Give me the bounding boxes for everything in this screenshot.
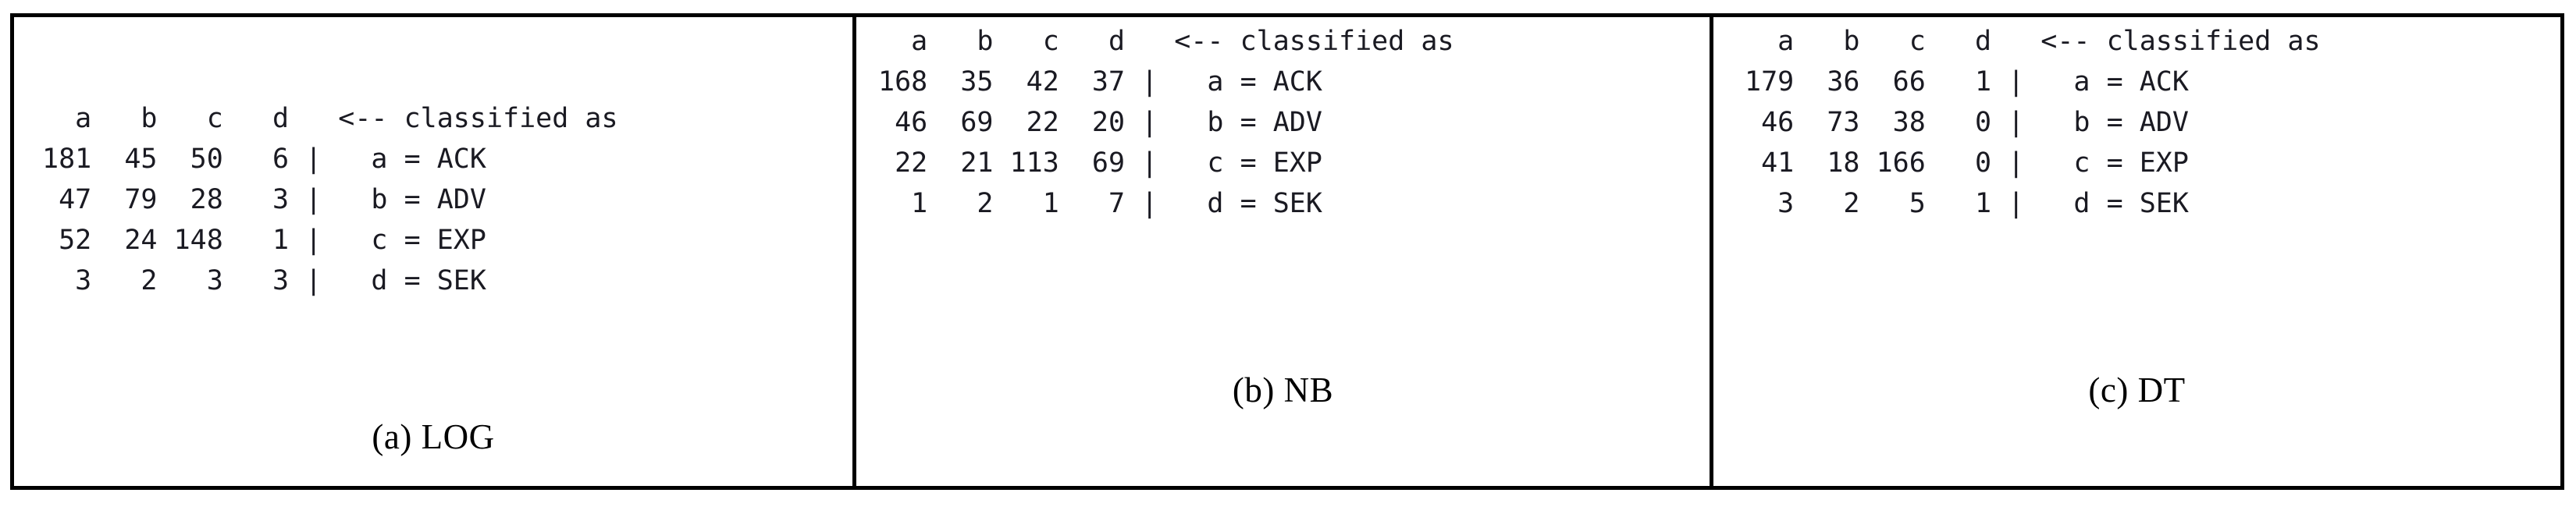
panel-caption-dt: (c) DT xyxy=(2088,370,2186,410)
table-row: 168 35 42 37 | a = ACK xyxy=(878,66,1322,98)
table-row: 41 18 166 0 | c = EXP xyxy=(1745,147,2189,179)
panel-caption-nb: (b) NB xyxy=(1232,370,1334,410)
confusion-matrix-figure: a b c d <-- classified as 181 45 50 6 | a… xyxy=(10,13,2564,490)
table-row: 46 69 22 20 | b = ADV xyxy=(878,107,1322,138)
table-row: 46 73 38 0 | b = ADV xyxy=(1745,107,2189,138)
table-row: 47 79 28 3 | b = ADV xyxy=(42,184,486,215)
panel-dt: a b c d <-- classified as 179 36 66 1 | a… xyxy=(1710,17,2560,486)
matrix-header-row: a b c d <-- classified as xyxy=(1745,26,2321,57)
panel-caption-log: (a) LOG xyxy=(372,417,495,456)
table-row: 22 21 113 69 | c = EXP xyxy=(878,147,1322,179)
confusion-matrix-nb: a b c d <-- classified as 168 35 42 37 | … xyxy=(878,21,1454,224)
table-row: 179 36 66 1 | a = ACK xyxy=(1745,66,2189,98)
matrix-header-row: a b c d <-- classified as xyxy=(878,26,1454,57)
matrix-header-row: a b c d <-- classified as xyxy=(42,103,618,134)
confusion-matrix-log: a b c d <-- classified as 181 45 50 6 | a… xyxy=(42,98,618,301)
confusion-matrix-dt: a b c d <-- classified as 179 36 66 1 | a… xyxy=(1745,21,2321,224)
panel-log: a b c d <-- classified as 181 45 50 6 | a… xyxy=(14,17,852,486)
table-row: 181 45 50 6 | a = ACK xyxy=(42,144,486,175)
table-row: 3 2 5 1 | d = SEK xyxy=(1745,188,2189,219)
table-row: 1 2 1 7 | d = SEK xyxy=(878,188,1322,219)
panel-nb: a b c d <-- classified as 168 35 42 37 | … xyxy=(852,17,1710,486)
table-row: 52 24 148 1 | c = EXP xyxy=(42,225,486,256)
table-row: 3 2 3 3 | d = SEK xyxy=(42,265,486,296)
